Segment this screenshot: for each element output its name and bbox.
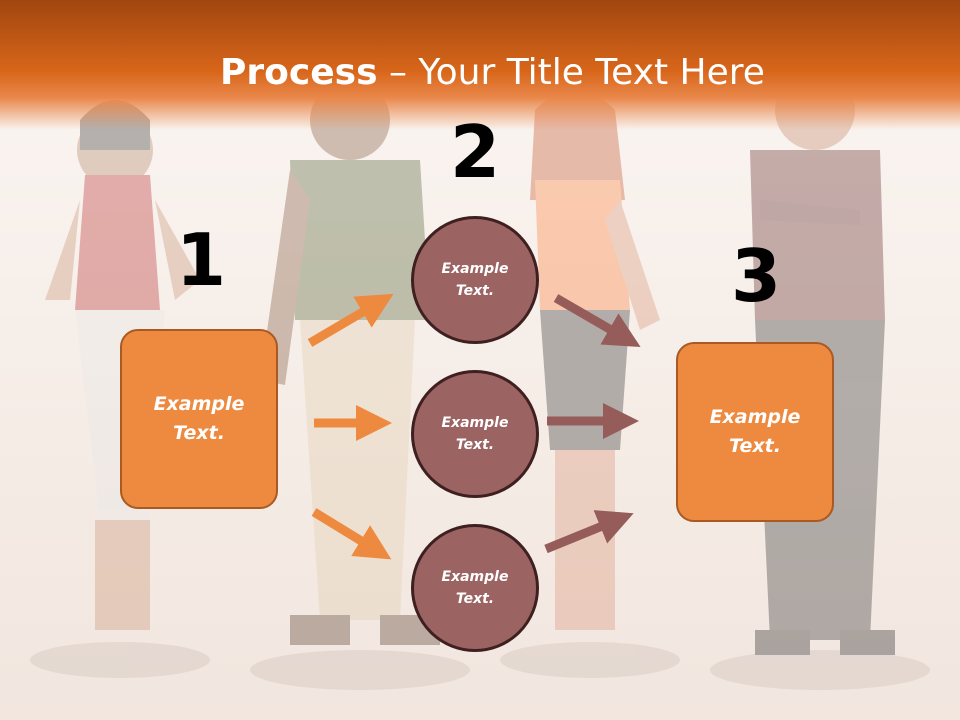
circle-top-text: Example Text. xyxy=(441,260,509,299)
arrow-1-to-top xyxy=(307,293,394,347)
arrow-bottom-to-3 xyxy=(544,510,634,554)
step-2-circle-middle[interactable]: Example Text. xyxy=(411,370,539,498)
step-number-3: 3 xyxy=(731,234,782,318)
title-bold: Process xyxy=(220,52,378,93)
circle-middle-text: Example Text. xyxy=(441,414,509,453)
title-bar xyxy=(0,0,960,130)
step-3-text: Example Text. xyxy=(709,405,801,457)
arrow-top-to-3 xyxy=(553,294,641,348)
step-3-box[interactable]: Example Text. xyxy=(676,342,834,522)
arrow-1-to-bottom xyxy=(311,508,392,560)
slide-title: Process – Your Title Text Here xyxy=(0,52,960,93)
step-number-1: 1 xyxy=(176,218,227,302)
title-rest: – Your Title Text Here xyxy=(377,52,765,93)
step-number-2: 2 xyxy=(450,110,501,194)
step-1-text: Example Text. xyxy=(153,392,245,444)
circle-bottom-text: Example Text. xyxy=(441,568,509,607)
step-2-circle-bottom[interactable]: Example Text. xyxy=(411,524,539,652)
step-2-circle-top[interactable]: Example Text. xyxy=(411,216,539,344)
step-1-box[interactable]: Example Text. xyxy=(120,329,278,509)
